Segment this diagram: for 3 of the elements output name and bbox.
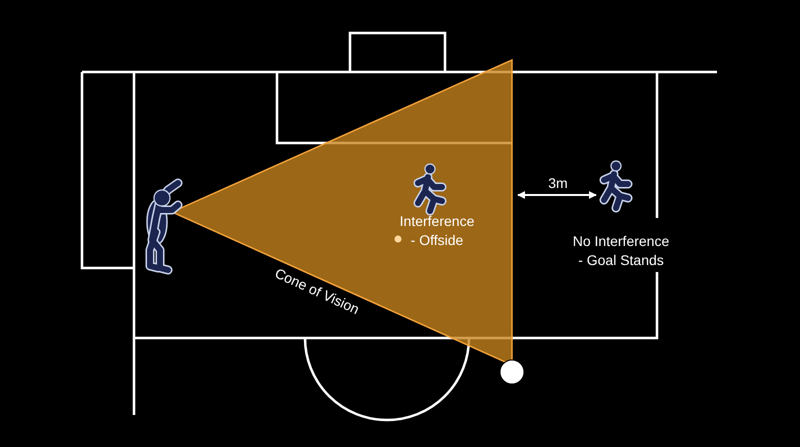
interference-label: Interference - Offside: [398, 212, 476, 250]
no-interference-label: No Interference - Goal Stands: [572, 232, 670, 270]
distance-label: 3m: [547, 174, 569, 193]
